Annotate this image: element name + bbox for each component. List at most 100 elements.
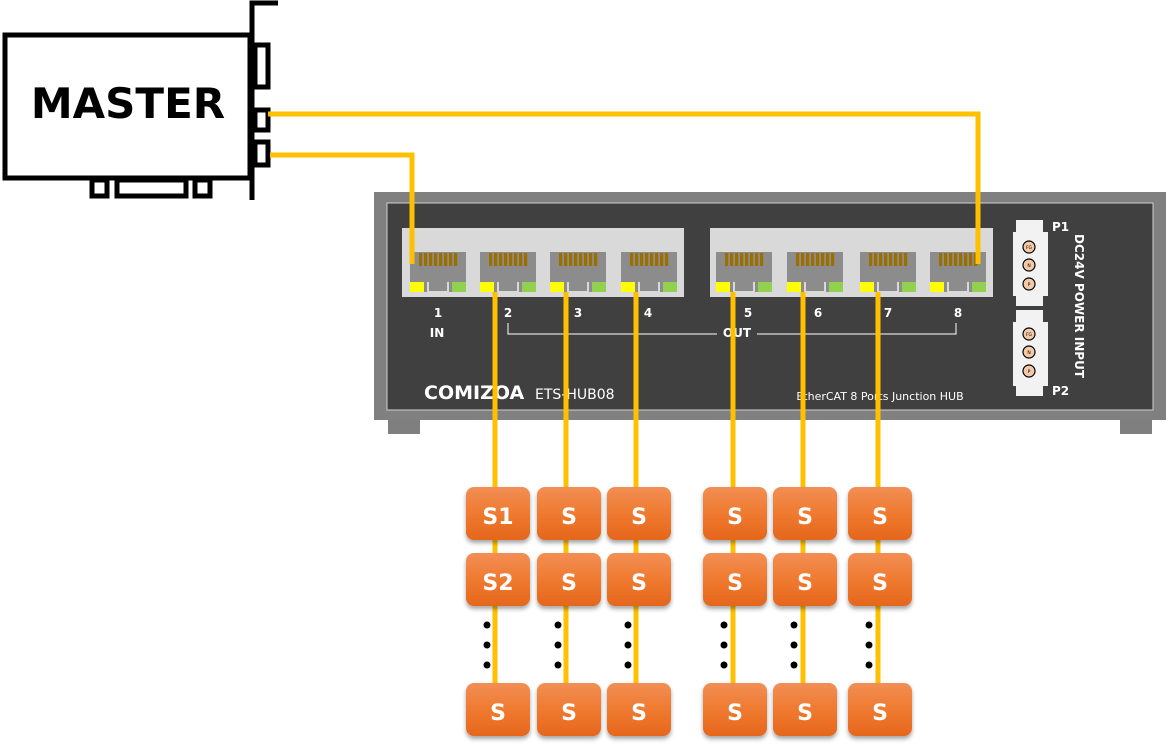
continuation-dot — [790, 641, 798, 649]
activity-led — [902, 282, 916, 292]
continuation-dot — [483, 661, 491, 669]
slave-label: S — [797, 701, 813, 726]
hub-model: ETS-HUB08 — [535, 387, 615, 403]
port-number: 2 — [504, 306, 512, 320]
continuation-dot — [865, 641, 873, 649]
link-led — [930, 282, 944, 292]
power-pin-icon — [1022, 327, 1036, 341]
power-pin-icon — [1022, 345, 1036, 359]
slave-label: S — [727, 505, 743, 530]
slave-node[interactable]: S — [537, 487, 601, 540]
cable-master-to-port1 — [270, 152, 415, 264]
rj45-port-7 — [860, 252, 916, 292]
port-number: 7 — [884, 306, 892, 320]
slave-node[interactable]: S — [703, 553, 767, 606]
rj45-port-5 — [716, 252, 772, 292]
hub-brand: COMIZOA — [424, 382, 524, 404]
port-number: 3 — [574, 306, 582, 320]
rj45-port-1 — [410, 252, 466, 292]
pin-label: P — [1028, 282, 1031, 288]
slave-node[interactable]: S — [848, 487, 912, 540]
link-led — [716, 282, 730, 292]
slave-label: S — [727, 701, 743, 726]
master-card: MASTER — [2, 0, 278, 200]
slave-node[interactable]: S — [537, 683, 601, 736]
port-number: 8 — [954, 306, 962, 320]
continuation-dot — [790, 621, 798, 629]
slave-label: S1 — [482, 505, 513, 530]
master-label: MASTER — [31, 79, 225, 128]
slave-node[interactable]: S — [773, 683, 837, 736]
slave-chain-port-4: S S S — [607, 292, 671, 736]
pin-label: N — [1027, 350, 1030, 356]
slave-node[interactable]: S — [703, 487, 767, 540]
continuation-dot — [554, 641, 562, 649]
slave-node[interactable]: S — [607, 683, 671, 736]
power-pin-icon — [1022, 240, 1036, 254]
pin-label: P — [1028, 369, 1031, 375]
continuation-dot — [483, 621, 491, 629]
slave-chain-port-7: S S S — [848, 292, 912, 736]
continuation-dot — [483, 641, 491, 649]
continuation-dot — [624, 661, 632, 669]
slave-label: S — [631, 701, 647, 726]
cable-master-to-port8 — [268, 111, 981, 264]
link-led — [787, 282, 801, 292]
continuation-dot — [554, 661, 562, 669]
slave-label: S — [561, 505, 577, 530]
slave-node[interactable]: S — [773, 553, 837, 606]
slave-node[interactable]: S2 — [466, 553, 530, 606]
continuation-dot — [790, 661, 798, 669]
link-led — [621, 282, 635, 292]
slave-label: S — [872, 701, 888, 726]
activity-led — [522, 282, 536, 292]
p2-label: P2 — [1052, 384, 1069, 398]
slave-label: S — [797, 571, 813, 596]
slave-node[interactable]: S — [537, 553, 601, 606]
slave-chain-port-5: S S S — [703, 292, 767, 736]
activity-led — [592, 282, 606, 292]
continuation-dot — [865, 621, 873, 629]
power-pin-icon — [1022, 277, 1036, 291]
activity-led — [663, 282, 677, 292]
port-number: 6 — [814, 306, 822, 320]
slave-label: S — [631, 571, 647, 596]
slave-label: S — [561, 701, 577, 726]
slave-node[interactable]: S1 — [466, 487, 530, 540]
slave-label: S — [490, 701, 506, 726]
rj45-port-3 — [550, 252, 606, 292]
power-pin-icon — [1022, 258, 1036, 272]
slave-label: S2 — [482, 571, 513, 596]
slave-label: S — [797, 505, 813, 530]
slave-node[interactable]: S — [466, 683, 530, 736]
port-number: 5 — [744, 306, 752, 320]
rj45-port-2 — [480, 252, 536, 292]
port-number: 4 — [644, 306, 652, 320]
in-label: IN — [430, 326, 445, 340]
slave-node[interactable]: S — [848, 553, 912, 606]
continuation-dot — [624, 621, 632, 629]
slave-node[interactable]: S — [607, 487, 671, 540]
link-led — [550, 282, 564, 292]
slave-node[interactable]: S — [773, 487, 837, 540]
continuation-dot — [720, 621, 728, 629]
out-label: OUT — [723, 326, 752, 340]
rj45-port-6 — [787, 252, 843, 292]
link-led — [860, 282, 874, 292]
slave-node[interactable]: S — [703, 683, 767, 736]
pin-label: FG — [1026, 245, 1033, 251]
slave-label: S — [727, 571, 743, 596]
slave-node[interactable]: S — [607, 553, 671, 606]
power-pin-icon — [1022, 364, 1036, 378]
slave-label: S — [561, 571, 577, 596]
pin-label: N — [1027, 263, 1030, 269]
link-led — [410, 282, 424, 292]
activity-led — [452, 282, 466, 292]
p1-label: P1 — [1052, 220, 1069, 234]
slave-node[interactable]: S — [848, 683, 912, 736]
slave-label: S — [872, 571, 888, 596]
rj45-port-4 — [621, 252, 677, 292]
slave-chain-port-3: S S S — [537, 292, 601, 736]
